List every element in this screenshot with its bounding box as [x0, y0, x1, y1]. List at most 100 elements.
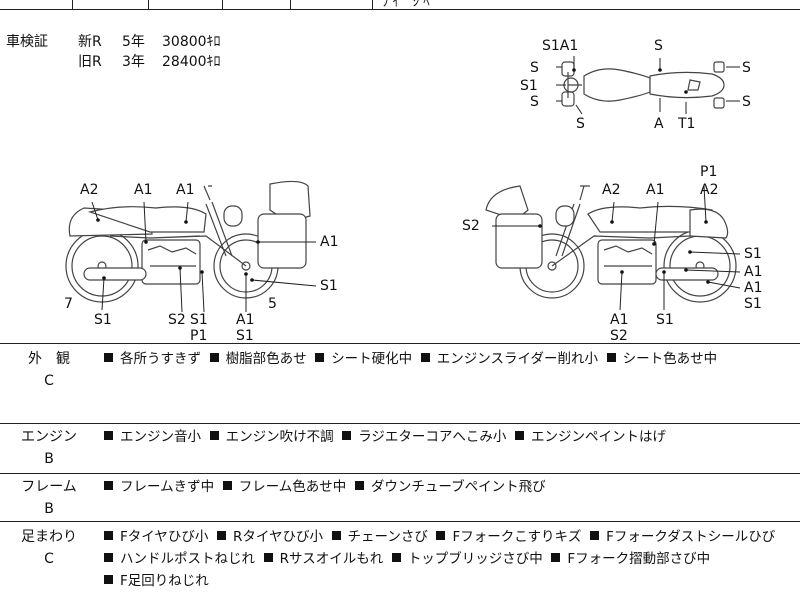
- condition-items: Fタイヤひび小 Rタイヤひび小 チェーンさび Fフォークこすりキズ Fフォークダ…: [104, 526, 790, 592]
- headlight-shape: [555, 205, 575, 227]
- marker-label: S2: [610, 328, 628, 344]
- condition-item: Fタイヤひび小: [104, 529, 208, 545]
- tank-seat-shape: [587, 205, 717, 233]
- marker-label: 7: [64, 296, 73, 312]
- damage-marker: [662, 270, 666, 274]
- condition-item: エンジン吹け不調: [209, 429, 334, 445]
- damage-marker: [178, 266, 182, 270]
- bullet-square-icon: [420, 353, 430, 362]
- front-hub-shape: [241, 261, 251, 271]
- marker-label: P1: [190, 328, 207, 344]
- damage-marker: [684, 90, 688, 94]
- shaken-years: 5年: [122, 34, 145, 50]
- bullet-square-icon: [515, 431, 525, 440]
- left-side-bike: A2 A1 A1 A1 S1 7 S1 S2 S1 P1 A1 S1 5: [64, 180, 338, 344]
- condition-item: シート色あせ中: [606, 351, 717, 367]
- bullet-square-icon: [104, 481, 113, 490]
- bullet-square-icon: [354, 481, 364, 490]
- engine-fins: [603, 245, 653, 267]
- damage-marker: [96, 218, 100, 222]
- condition-item: 各所うすきず: [104, 351, 201, 367]
- turn-signal-shape: [713, 97, 725, 109]
- category-name: 足まわり: [21, 529, 77, 545]
- damage-marker: [620, 270, 624, 274]
- marker-label: S1: [320, 278, 338, 294]
- condition-item: チェーンさび: [331, 529, 428, 545]
- rear-wheel-shape: [65, 229, 139, 303]
- top-view-leaders: [556, 56, 740, 115]
- shaken-km: 28400ｷﾛ: [162, 54, 221, 70]
- bullet-square-icon: [342, 431, 352, 440]
- bullet-square-icon: [104, 531, 113, 540]
- tank-shape: [583, 68, 651, 102]
- column-divider: [72, 0, 73, 10]
- condition-items: フレームきず中 フレーム色あせ中 ダウンチューブペイント飛び: [104, 476, 792, 498]
- condition-item: シート硬化中: [315, 351, 412, 367]
- engine-fins: [147, 245, 197, 267]
- right-bike-leaders: [492, 185, 741, 311]
- damage-marker: [658, 68, 662, 72]
- damage-marker: [144, 240, 148, 244]
- condition-items: エンジン音小 エンジン吹け不調 ラジエターコアへこみ小 エンジンペイントはげ: [104, 426, 792, 448]
- bullet-square-icon: [104, 353, 113, 362]
- seat-shape: [649, 71, 725, 99]
- marker-label: S: [530, 60, 539, 76]
- marker-label: A1: [610, 312, 628, 328]
- marker-label: S1: [94, 312, 112, 328]
- bullet-square-icon: [436, 531, 446, 540]
- marker-label: S: [654, 38, 663, 54]
- damage-marker: [538, 224, 542, 228]
- rear-fender-shape: [689, 208, 729, 239]
- frame-shape: [551, 235, 691, 267]
- bullet-square-icon: [104, 431, 113, 440]
- marker-label: S1: [190, 312, 208, 328]
- bullet-square-icon: [606, 353, 616, 362]
- category-grade: B: [44, 501, 54, 517]
- condition-item: Rサスオイルもれ: [263, 551, 383, 567]
- condition-item: トップブリッジさび中: [391, 551, 543, 567]
- rear-wheel-shape: [669, 235, 731, 297]
- bullet-square-icon: [209, 353, 219, 362]
- condition-item: ハンドルポストねじれ: [104, 551, 255, 567]
- handlebar-shape: [567, 72, 582, 98]
- condition-item: F足回りねじれ: [104, 573, 209, 589]
- muffler-shape: [83, 267, 147, 281]
- bullet-square-icon: [104, 575, 113, 584]
- marker-label: P1: [700, 164, 717, 180]
- marker-label: A1: [744, 264, 762, 280]
- marker-label: S1A1: [542, 38, 578, 54]
- section-category: フレーム B: [8, 476, 90, 520]
- damage-marker: [652, 242, 656, 246]
- condition-item: ラジエターコアへこみ小: [342, 429, 506, 445]
- frame-shape: [109, 235, 247, 267]
- marker-label: A1: [744, 280, 762, 296]
- damage-marker: [572, 68, 576, 72]
- rear-wheel-shape: [71, 235, 133, 297]
- bullet-square-icon: [263, 553, 273, 562]
- section-category: エンジン B: [8, 426, 90, 470]
- condition-item: Fフォークこすりキズ: [436, 529, 581, 545]
- fairing-box-shape: [257, 213, 307, 269]
- top-view-bike: S1A1 S S S1 S S A T1 S S: [520, 38, 751, 132]
- tank-seat-shape: [87, 206, 207, 233]
- bullet-square-icon: [104, 553, 113, 562]
- marker-label: S2: [168, 312, 186, 328]
- section-engine: エンジン B エンジン音小 エンジン吹け不調 ラジエターコアへこみ小 エンジンペ…: [0, 424, 800, 474]
- bullet-square-icon: [590, 531, 600, 540]
- marker-label: A1: [236, 312, 254, 328]
- category-name: フレーム: [21, 479, 77, 495]
- fairing-box-shape: [495, 213, 543, 269]
- marker-label: S2: [462, 218, 480, 234]
- category-name: エンジン: [21, 429, 77, 445]
- top-fragment-text: ﾌ ｲ ﾞ ｼ ﾍﾞ: [382, 0, 437, 10]
- engine-shape: [597, 239, 657, 285]
- bullet-square-icon: [216, 531, 226, 540]
- bullet-square-icon: [209, 431, 219, 440]
- damage-marker: [102, 276, 106, 280]
- section-exterior: 外 観 C 各所うすきず 樹脂部色あせ シート硬化中 エンジンスライダー削れ小 …: [0, 344, 800, 424]
- marker-label: S: [530, 94, 539, 110]
- column-divider: [222, 0, 223, 10]
- marker-label: 5: [268, 296, 277, 312]
- damage-marker: [184, 220, 188, 224]
